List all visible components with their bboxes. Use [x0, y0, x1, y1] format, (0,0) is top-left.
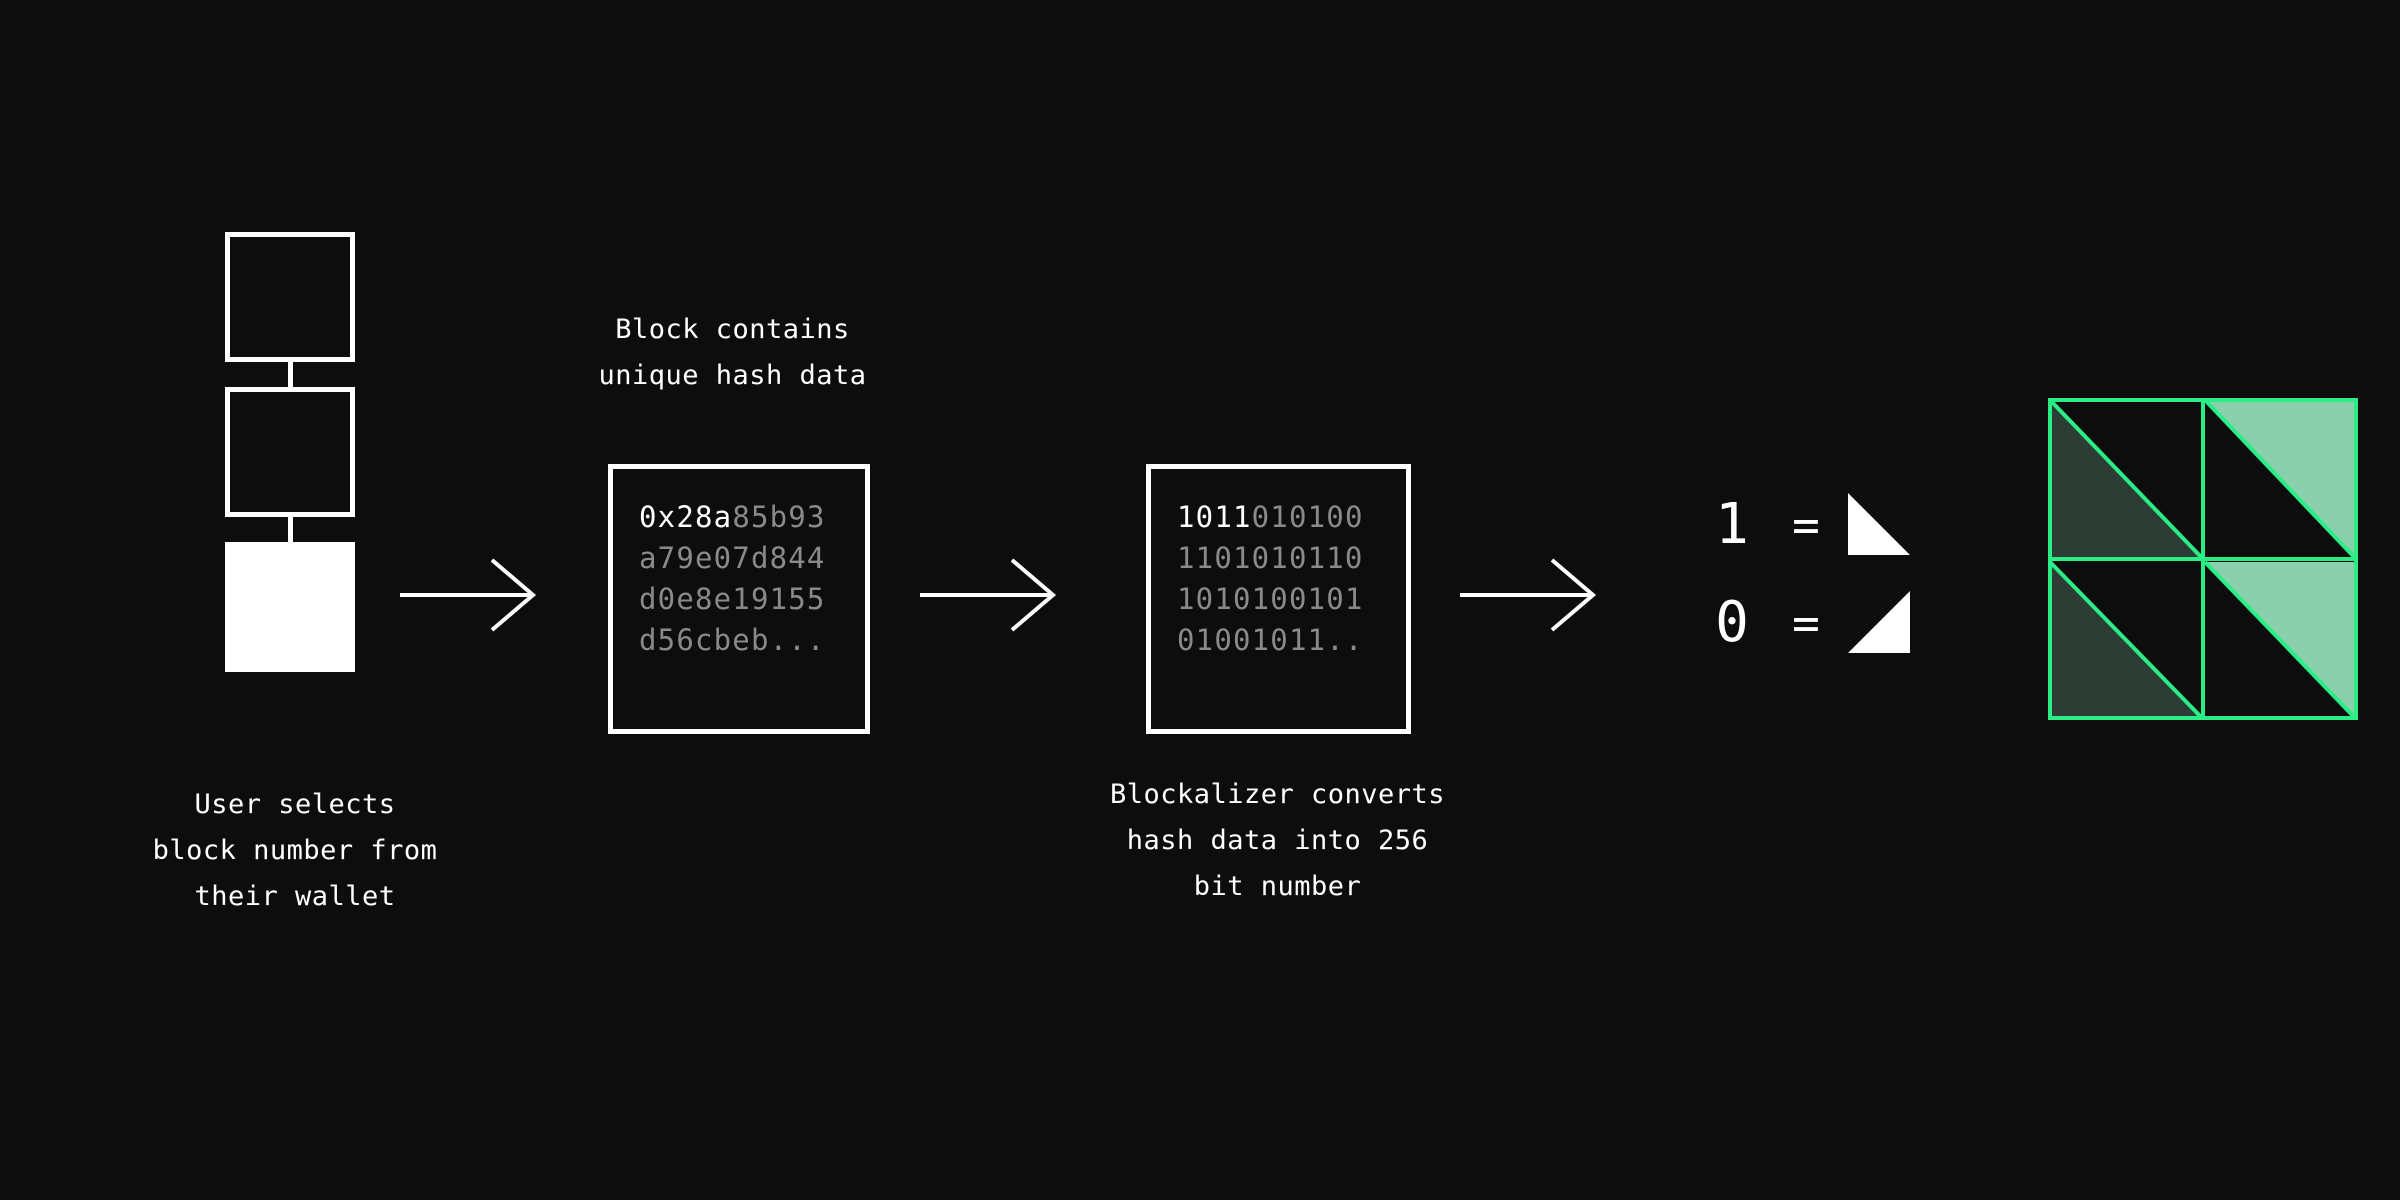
binary-line-2-rest: 1101010110 — [1177, 541, 1364, 575]
binary-data-box: 1011010100 1101010110 1010100101 0100101… — [1146, 464, 1411, 734]
caption-blockalizer-converts: Blockalizer converts hash data into 256 … — [1109, 779, 1446, 902]
chain-block-2[interactable] — [225, 387, 355, 517]
chain-block-3-selected[interactable] — [225, 542, 355, 672]
art-cell-bottom-left — [2048, 560, 2205, 721]
bit-shape-legend: 1 = 0 = — [1700, 490, 2000, 680]
art-cell-top-right — [2203, 398, 2358, 561]
hash-line-2-rest: a79e07d844 — [639, 541, 826, 575]
hash-line-1: 0x28a85b93 — [613, 497, 865, 538]
binary-line-4-rest: 01001011.. — [1177, 623, 1364, 657]
hash-line-4-rest: d56cbeb... — [639, 623, 826, 657]
triangle-lower-right-icon — [1848, 591, 1928, 655]
hash-line-2: a79e07d844 — [613, 538, 865, 579]
chain-link-2 — [288, 515, 293, 545]
hash-line-4: d56cbeb... — [613, 620, 865, 661]
hash-line-3-rest: d0e8e19155 — [639, 582, 826, 616]
hash-line-3: d0e8e19155 — [613, 579, 865, 620]
hash-line-1-rest: 85b93 — [732, 500, 826, 534]
blockchain-stack — [225, 232, 355, 722]
legend-row-zero: 0 = — [1700, 588, 2000, 658]
binary-line-3: 1010100101 — [1151, 579, 1406, 620]
legend-equals-one: = — [1792, 498, 1820, 552]
arrow-right-1 — [400, 555, 540, 639]
hash-data-box: 0x28a85b93 a79e07d844 d0e8e19155 d56cbeb… — [608, 464, 870, 734]
binary-line-1-rest: 010100 — [1251, 500, 1364, 534]
hash-line-1-highlight: 0x28a — [639, 500, 733, 534]
binary-line-3-rest: 1010100101 — [1177, 582, 1364, 616]
art-cell-bottom-right — [2203, 560, 2358, 721]
legend-row-one: 1 = — [1700, 490, 2000, 560]
arrow-right-2 — [920, 555, 1060, 639]
legend-digit-one: 1 — [1715, 492, 1749, 557]
arrow-right-3 — [1460, 555, 1600, 639]
legend-digit-zero: 0 — [1715, 590, 1749, 655]
binary-line-1-highlight: 1011 — [1177, 500, 1252, 534]
caption-block-contains-hash: Block contains unique hash data — [598, 314, 867, 391]
art-cell-top-left — [2048, 398, 2205, 561]
legend-equals-zero: = — [1792, 596, 1820, 650]
chain-link-1 — [288, 360, 293, 390]
caption-user-selects-block: User selects block number from their wal… — [152, 789, 438, 912]
binary-line-4: 01001011.. — [1151, 620, 1406, 661]
binary-line-1: 1011010100 — [1151, 497, 1406, 538]
chain-block-1[interactable] — [225, 232, 355, 362]
generated-art-grid — [2048, 398, 2358, 721]
triangle-lower-left-icon — [1848, 493, 1928, 557]
binary-line-2: 1101010110 — [1151, 538, 1406, 579]
